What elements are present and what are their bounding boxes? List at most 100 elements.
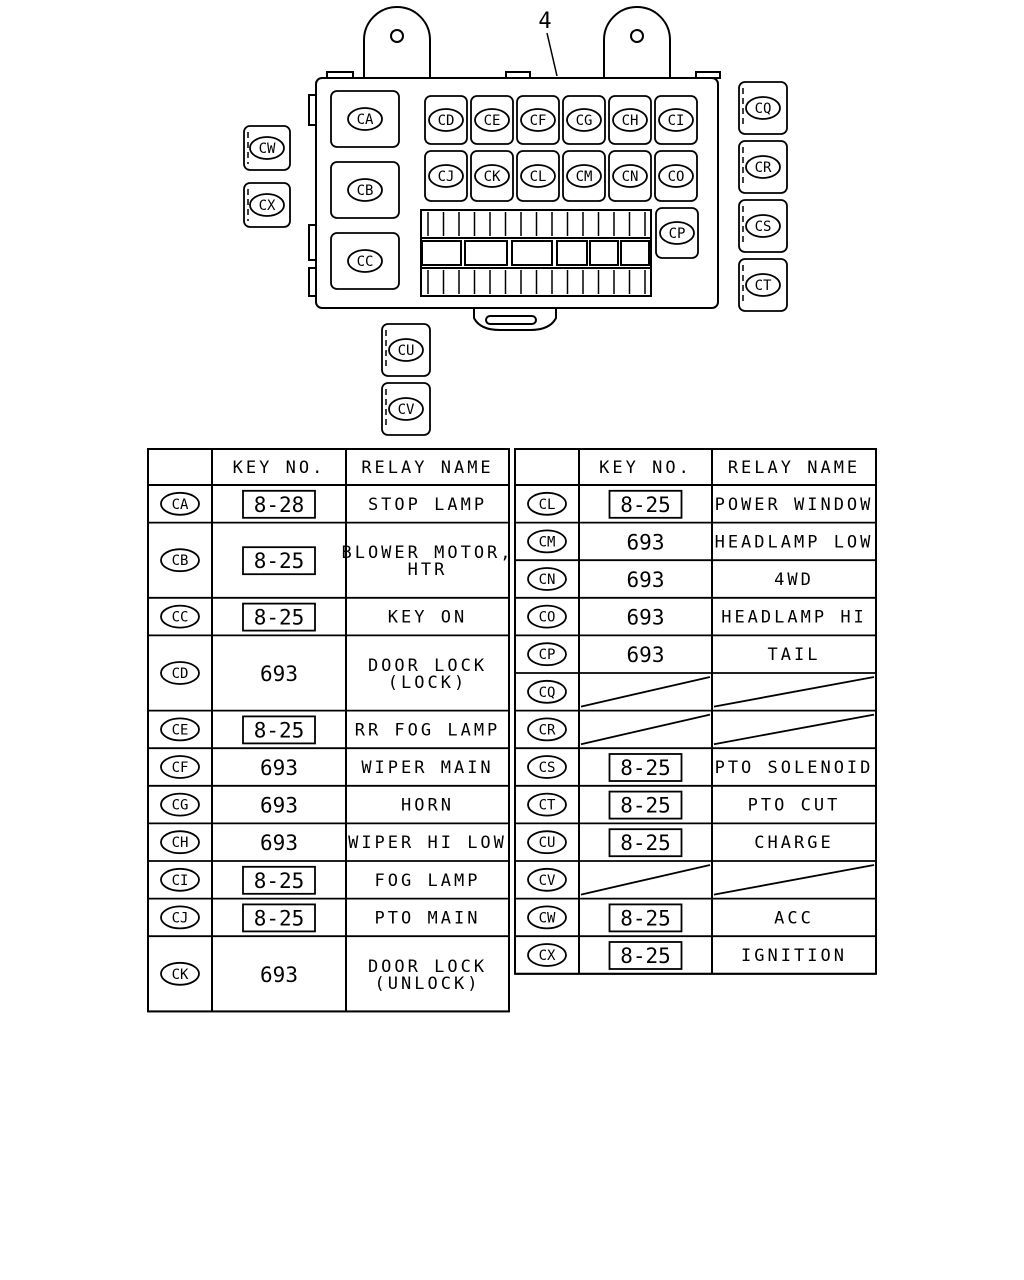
relay-code-label: CC [357,254,374,270]
relay-slot-frame [654,95,698,145]
key-number: 693 [627,606,665,630]
relay-slot-frame [654,150,698,202]
relay-code-label: CT [539,798,556,814]
key-number: 693 [627,643,665,667]
relay-code-ce: CE [160,717,200,742]
empty-key-slash [580,713,711,746]
relay-slot-cu: CU [381,323,431,377]
relay-code-label: CU [398,343,415,359]
fuse-slots [427,212,646,294]
relay-slot-frame [330,90,400,148]
relay-slot-ct: CT [738,258,788,312]
relay-code-ellipse [160,961,200,986]
relay-code-label: CF [530,113,547,129]
relay-code-cc: CC [347,249,383,273]
relay-code-label: CW [539,910,556,926]
relay-code-ellipse [527,567,567,591]
relay-code-ellipse [160,905,200,930]
key-number: 8-25 [254,869,305,893]
relay-code-cs: CS [745,214,781,238]
relay-slot-ca: CA [330,90,400,148]
relay-slot-frame [243,125,291,171]
key-number: 8-25 [254,906,305,930]
relay-code-cp: CP [659,221,695,245]
relay-code-label: CE [172,722,189,738]
relay-name: 4WD [774,570,814,590]
relay-name: HEADLAMP LOW [715,532,874,552]
relay-slot-frame [608,150,652,202]
relay-code-ellipse [658,108,694,132]
header-key-no: KEY NO. [233,458,326,478]
relay-box [308,6,721,331]
relay-code-label: CJ [172,910,189,926]
relay-slot-cg: CG [562,95,606,145]
relay-code-label: CN [539,572,556,588]
relay-slot-frame [516,95,560,145]
relay-code-ch: CH [612,108,648,132]
relay-slot-ci: CI [654,95,698,145]
key-number: 8-25 [620,794,671,818]
fuse-middle-row [421,240,650,266]
relay-code-cs: CS [527,755,567,779]
relay-code-cx: CX [249,193,285,217]
relay-code-cu: CU [388,338,424,362]
relay-code-ci: CI [160,867,200,892]
relay-code-ellipse [347,107,383,131]
relay-code-label: CO [539,610,556,626]
relay-code-label: CK [172,967,189,983]
key-number: 693 [260,756,298,780]
relay-code-ck: CK [474,164,510,188]
relay-name: DOOR LOCK [368,656,487,676]
relay-code-cp: CP [527,642,567,667]
key-number-box [242,715,316,745]
relay-code-cj: CJ [160,905,200,930]
relay-code-label: CA [357,112,374,128]
relay-slot-frame [424,95,468,145]
relay-code-cm: CM [527,529,567,554]
relay-code-label: CX [259,198,276,214]
relay-code-label: CU [539,835,556,851]
relay-code-label: CW [259,141,276,157]
relay-name: DOOR LOCK [368,957,487,977]
empty-name-slash [713,676,875,708]
callout-leader-line [546,32,558,77]
key-number: 8-25 [254,718,305,742]
relay-name: HTR [408,560,448,580]
relay-code-cd: CD [160,661,200,685]
relay-code-ellipse [160,830,200,855]
relay-name: PTO SOLENOID [715,758,874,778]
key-number-box [608,489,683,519]
relay-code-ellipse [160,604,200,629]
relay-code-label: CS [539,760,556,776]
relay-slot-cl: CL [516,150,560,202]
relay-code-ct: CT [745,273,781,297]
key-number: 693 [627,530,665,554]
box-top-nub [505,71,531,79]
table-row: CQ [515,676,876,712]
relay-code-ellipse [160,792,200,817]
relay-code-cq: CQ [527,679,567,704]
table-row: CM 693 HEADLAMP LOW [515,529,876,562]
relay-name: RR FOG LAMP [355,720,501,740]
empty-name-slash [713,864,875,896]
relay-slot-frame [330,161,400,219]
relay-slot-cq: CQ [738,81,788,135]
relay-code-label: CG [576,113,593,129]
box-latch-slot [485,315,537,325]
empty-key-slash [580,676,711,708]
relay-slot-cn: CN [608,150,652,202]
relay-code-ellipse [612,164,648,188]
relay-name: WIPER HI LOW [348,833,507,853]
relay-code-ellipse [527,642,567,667]
key-number: 8-28 [254,493,305,517]
